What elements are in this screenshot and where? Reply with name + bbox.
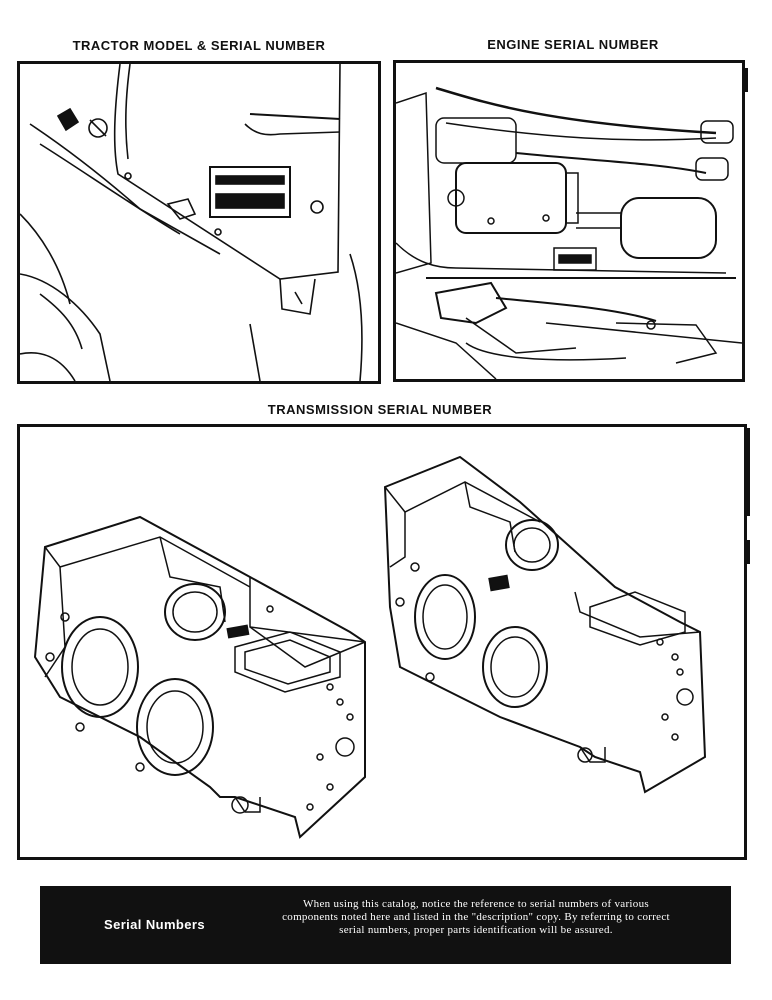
serial-numbers-footer: Serial Numbers When using this catalog, … (40, 886, 731, 964)
tractor-caption: TRACTOR MODEL & SERIAL NUMBER (72, 38, 326, 53)
transmission-panel-edge-mark-bottom (747, 540, 750, 564)
transmission-drawing (33, 455, 707, 839)
tractor-illustration (17, 61, 381, 384)
engine-panel-edge-mark (745, 68, 748, 92)
left-housing (33, 515, 366, 839)
footer-description: When using this catalog, notice the refe… (282, 898, 670, 936)
transmission-caption: TRANSMISSION SERIAL NUMBER (267, 402, 493, 417)
engine-drawing (396, 86, 742, 379)
tractor-drawing (20, 64, 363, 381)
footer-title: Serial Numbers (104, 917, 205, 932)
transmission-illustration (17, 424, 747, 860)
right-housing (383, 455, 707, 794)
transmission-panel-edge-mark-top (747, 428, 750, 516)
engine-caption: ENGINE SERIAL NUMBER (487, 37, 659, 52)
engine-illustration (393, 60, 745, 382)
